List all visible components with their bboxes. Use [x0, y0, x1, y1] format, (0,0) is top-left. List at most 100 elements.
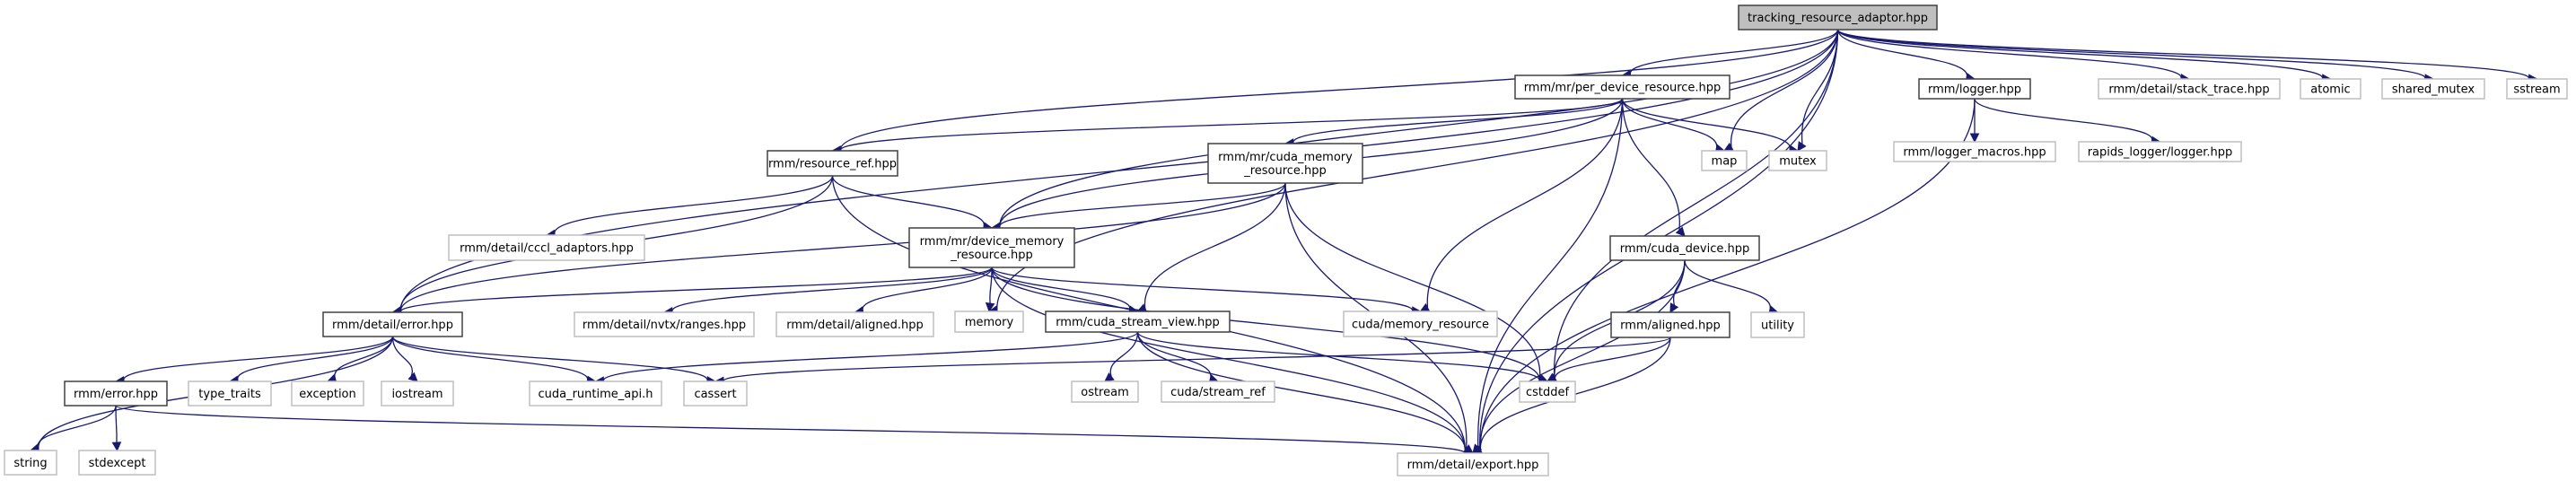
node-box — [1893, 141, 2056, 162]
node-shared-mutex: shared_mutex — [2381, 78, 2485, 100]
arrowhead-icon — [1723, 142, 1734, 152]
edge-line — [1836, 29, 2530, 80]
node-label: rmm/mr/cuda_memory — [1218, 151, 1353, 164]
edge-root-to-shared_mutex — [1836, 29, 2435, 83]
edge-line — [1672, 259, 1686, 306]
node-box — [64, 380, 168, 407]
node-label: cstddef — [1526, 386, 1570, 399]
node-label: shared_mutex — [2392, 83, 2475, 97]
edge-device_mr-to-export — [991, 267, 1475, 457]
node-iostream: iostream — [381, 380, 454, 407]
edge-line — [391, 336, 708, 381]
node-label: rmm/detail/stack_trace.hpp — [2108, 83, 2269, 97]
node-label: sstream — [2513, 83, 2560, 97]
node-rmm-detail-error-hpp[interactable]: rmm/detail/error.hpp — [322, 311, 463, 337]
edge-line — [37, 405, 117, 449]
node-box — [4, 450, 57, 476]
edge-line — [1555, 337, 1671, 380]
node-rmm-mr-device-memory-resource-hpp[interactable]: rmm/mr/device_memory_resource.hpp — [908, 227, 1075, 268]
node-ostream: ostream — [1071, 380, 1139, 403]
node-cuda-stream-ref: cuda/stream_ref — [1161, 380, 1275, 403]
edge-root-to-atomic — [1836, 29, 2332, 83]
edge-line — [991, 267, 1414, 312]
edge-line — [1621, 98, 1718, 149]
edge-cuda_device-to-utility — [1684, 259, 1779, 315]
node-cassert: cassert — [683, 380, 748, 407]
node-box — [2506, 78, 2568, 100]
edge-detail_error-to-type_traits — [228, 336, 394, 385]
edge-line — [1136, 331, 1540, 382]
node-rmm-mr-per-device-resource-hpp[interactable]: rmm/mr/per_device_resource.hpp — [1514, 74, 1730, 100]
edge-line — [115, 405, 118, 443]
edge-line — [991, 267, 1540, 381]
edge-line — [1109, 331, 1139, 377]
node-label: memory — [965, 316, 1014, 329]
edge-line — [1836, 29, 2426, 80]
node-label: tracking_resource_adaptor.hpp — [1748, 12, 1928, 25]
node-box — [1207, 143, 1363, 184]
node-box — [188, 380, 272, 407]
node-label: stdexcept — [89, 457, 146, 470]
arrowhead-icon — [1675, 226, 1686, 237]
edge-line — [999, 182, 1286, 228]
node-label: atomic — [2310, 83, 2350, 97]
node-label: type_traits — [198, 388, 261, 401]
edge-root-to-stack_trace — [1836, 29, 2191, 83]
edge-line — [999, 29, 1839, 227]
edge-line — [1684, 259, 1771, 310]
edge-line — [1730, 29, 1839, 147]
edge-device_mr-to-detail_error — [391, 267, 993, 317]
node-label: rmm/cuda_stream_view.hpp — [1056, 316, 1220, 329]
node-rmm-resource-ref-hpp[interactable]: rmm/resource_ref.hpp — [767, 150, 898, 177]
node-label: rmm/error.hpp — [74, 388, 158, 401]
node-box — [767, 150, 898, 177]
node-rmm-detail-nvtx-ranges-hpp: rmm/detail/nvtx/ranges.hpp — [574, 311, 755, 337]
edge-device_mr-to-nvtx — [662, 267, 993, 317]
node-rmm-detail-stack-trace-hpp: rmm/detail/stack_trace.hpp — [2098, 78, 2281, 100]
edge-line — [334, 336, 394, 380]
node-label: rmm/detail/nvtx/ranges.hpp — [583, 319, 746, 332]
node-box — [322, 311, 463, 337]
node-rmm-mr-cuda-memory-resource-hpp[interactable]: rmm/mr/cuda_memory_resource.hpp — [1207, 143, 1363, 184]
node-box — [775, 311, 934, 337]
node-label: rmm/detail/error.hpp — [332, 319, 453, 332]
edge-resource_ref-to-cccl — [545, 175, 834, 240]
node-rmm-cuda-stream-view-hpp[interactable]: rmm/cuda_stream_view.hpp — [1045, 310, 1231, 333]
arrowhead-icon — [1104, 372, 1115, 382]
node-rmm-detail-cccl-adaptors-hpp: rmm/detail/cccl_adaptors.hpp — [448, 234, 645, 261]
node-box — [2078, 141, 2242, 162]
node-rmm-logger-hpp[interactable]: rmm/logger.hpp — [1918, 78, 2031, 100]
node-label: rmm/detail/export.hpp — [1407, 459, 1539, 472]
edge-line — [989, 267, 993, 304]
edge-line — [1136, 331, 1466, 452]
edge-cuda_mr-to-cstddef — [1284, 182, 1549, 383]
node-box — [683, 380, 748, 407]
edge-stream_view-to-stream_ref — [1136, 331, 1220, 384]
node-rmm-aligned-hpp[interactable]: rmm/aligned.hpp — [1610, 311, 1730, 338]
node-memory: memory — [954, 310, 1024, 333]
node-box — [1610, 311, 1730, 338]
node-label: cuda_runtime_api.h — [538, 388, 653, 401]
edge-line — [1554, 29, 1839, 378]
node-box — [1045, 310, 1231, 333]
arrowhead-icon — [1669, 302, 1679, 313]
node-rmm-cuda-device-hpp[interactable]: rmm/cuda_device.hpp — [1609, 235, 1760, 261]
edge-resource_ref-to-device_mr — [831, 175, 994, 232]
arrowhead-icon — [1419, 302, 1431, 312]
node-type-traits: type_traits — [188, 380, 272, 407]
edge-line — [1284, 182, 1541, 379]
node-label: utility — [1761, 319, 1794, 333]
edge-error-to-export — [115, 405, 1475, 459]
edge-line — [1974, 98, 2153, 142]
node-cstddef: cstddef — [1519, 380, 1576, 403]
node-rmm-error-hpp[interactable]: rmm/error.hpp — [64, 380, 168, 407]
edge-line — [671, 267, 993, 312]
edge-stream_view-to-ostream — [1104, 331, 1139, 382]
node-tracking-resource-adaptor-hpp[interactable]: tracking_resource_adaptor.hpp — [1738, 4, 1938, 31]
edge-line — [123, 336, 394, 381]
node-box — [574, 311, 755, 337]
node-rapids-logger-logger-hpp: rapids_logger/logger.hpp — [2078, 141, 2242, 162]
node-exception: exception — [291, 380, 364, 407]
edge-detail_error-to-error — [114, 336, 394, 386]
